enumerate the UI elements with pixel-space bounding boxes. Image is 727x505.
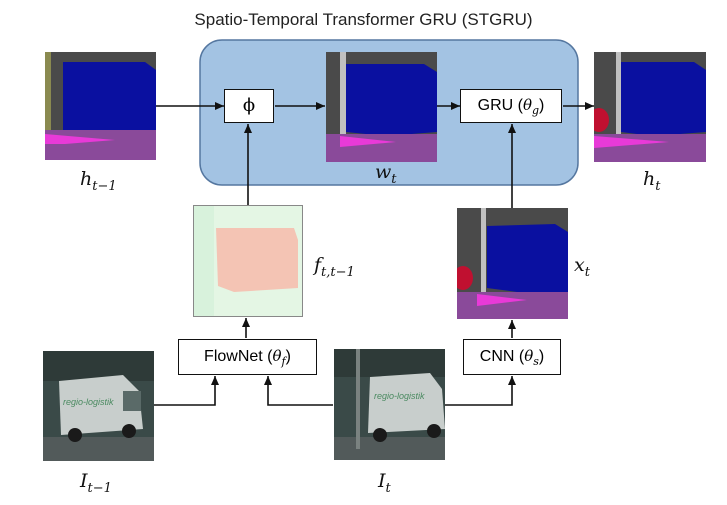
label-x-t-base: x xyxy=(574,254,585,276)
label-h-t-base: h xyxy=(643,168,656,190)
cnn-box-param-sub: s xyxy=(533,355,539,369)
flownet-box-param-sub: f xyxy=(281,355,286,369)
label-h-t-sub: t xyxy=(655,178,661,194)
label-I-prev-base: I xyxy=(80,470,88,492)
label-I-t: It xyxy=(378,470,391,496)
label-f-flow: ft,t−1 xyxy=(314,254,355,280)
van-logo-prev: regio-logistik xyxy=(63,397,114,407)
phi-symbol: ϕ xyxy=(242,95,256,116)
label-w-t-base: w xyxy=(375,161,392,183)
image-w-t xyxy=(326,52,437,162)
arrow-it-to-flownet xyxy=(264,376,333,406)
image-x-t xyxy=(457,208,568,319)
label-I-prev-sub: t−1 xyxy=(87,480,112,496)
image-I-t: regio-logistik xyxy=(334,349,445,460)
gru-box-text: GRU ( xyxy=(477,97,523,114)
flownet-box-text: FlowNet ( xyxy=(204,348,273,365)
label-h-prev: ht−1 xyxy=(80,168,117,194)
image-I-prev: regio-logistik xyxy=(43,351,154,461)
label-w-t: wt xyxy=(375,161,397,187)
diagram-title: Spatio-Temporal Transformer GRU (STGRU) xyxy=(194,10,533,29)
label-h-prev-base: h xyxy=(80,168,93,190)
image-flow xyxy=(193,205,303,317)
phi-box: ϕ xyxy=(224,89,274,123)
label-w-t-sub: t xyxy=(391,171,397,187)
image-h-prev xyxy=(45,52,156,160)
label-h-prev-sub: t−1 xyxy=(92,178,117,194)
cnn-box-text: CNN ( xyxy=(479,348,525,365)
flownet-box: FlowNet (θf) xyxy=(178,339,317,375)
cnn-box-close: ) xyxy=(538,348,545,365)
van-logo-t: regio-logistik xyxy=(374,391,425,401)
label-h-t: ht xyxy=(643,168,660,194)
image-h-t xyxy=(594,52,706,162)
label-x-t: xt xyxy=(574,254,590,280)
gru-box-close: ) xyxy=(539,97,545,114)
gru-box: GRU (θg) xyxy=(460,89,562,123)
flownet-box-param: θ xyxy=(272,347,282,365)
cnn-box-param: θ xyxy=(524,347,534,365)
label-f-flow-sub: t,t−1 xyxy=(321,264,355,280)
label-I-prev: It−1 xyxy=(80,470,112,496)
arrow-it-to-cnn xyxy=(445,376,516,406)
flownet-box-close: ) xyxy=(285,348,291,365)
label-I-t-base: I xyxy=(378,470,386,492)
label-x-t-sub: t xyxy=(584,264,590,280)
arrow-iprev-to-flownet xyxy=(153,376,219,406)
gru-box-param-sub: g xyxy=(531,104,540,118)
label-f-flow-base: f xyxy=(314,254,322,276)
gru-box-param: θ xyxy=(522,96,532,114)
label-I-t-sub: t xyxy=(385,480,391,496)
cnn-box: CNN (θs) xyxy=(463,339,561,375)
